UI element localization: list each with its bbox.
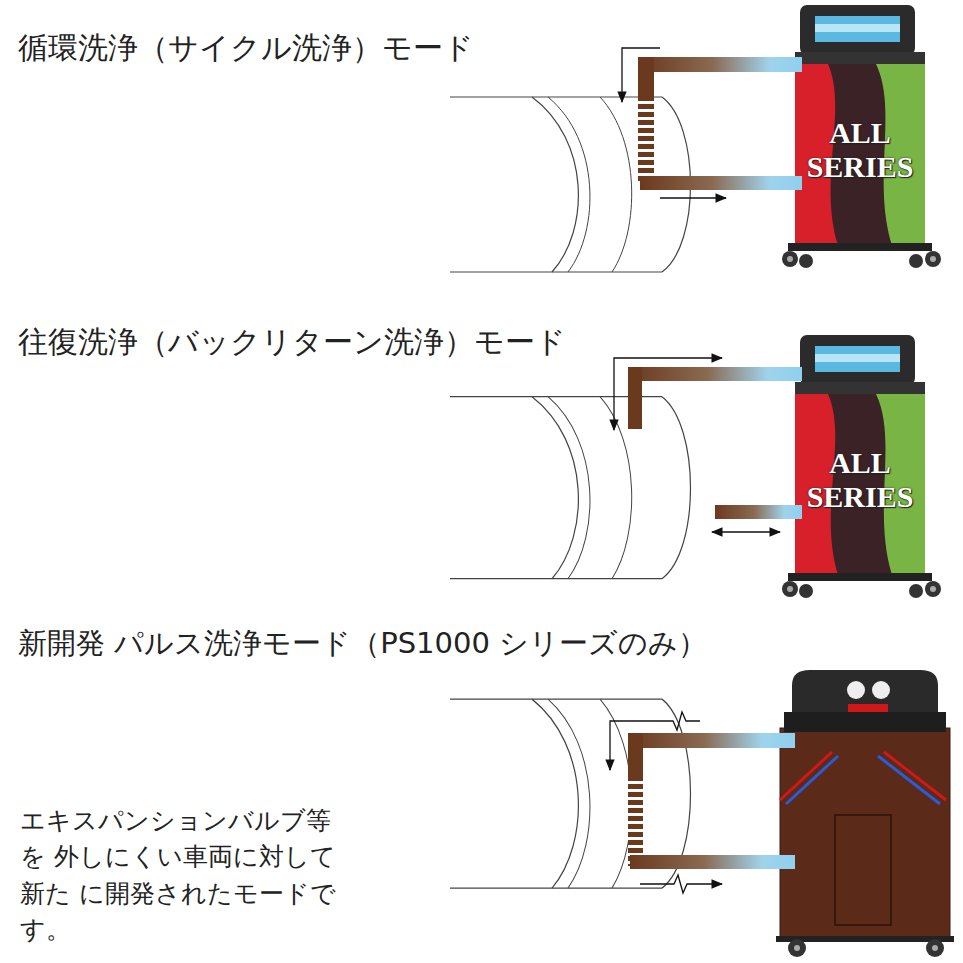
note-text: エキスパンションバルブ等を 外しにくい車両に対して新た に開発されたモードです。 xyxy=(20,803,356,948)
mode-heading: 新開発 パルス洗浄モード（PS1000 シリーズのみ） xyxy=(18,626,707,661)
machine-panel: ALL SERIES xyxy=(795,422,925,538)
panel-label: ALL SERIES xyxy=(798,116,922,185)
hose xyxy=(610,712,795,893)
hose xyxy=(622,48,802,198)
mode-heading: 循環洗浄（サイクル洗浄）モード xyxy=(18,30,474,66)
panel-label: ALL SERIES xyxy=(798,446,922,515)
hose xyxy=(614,358,802,532)
pulse-machine xyxy=(776,670,954,957)
flush-machine xyxy=(782,335,941,598)
machine-panel: ALL SERIES xyxy=(795,92,925,208)
flush-machine xyxy=(782,5,941,268)
mode-heading: 往復洗浄（バックリターン洗浄）モード xyxy=(18,324,566,360)
pipe xyxy=(450,397,691,579)
